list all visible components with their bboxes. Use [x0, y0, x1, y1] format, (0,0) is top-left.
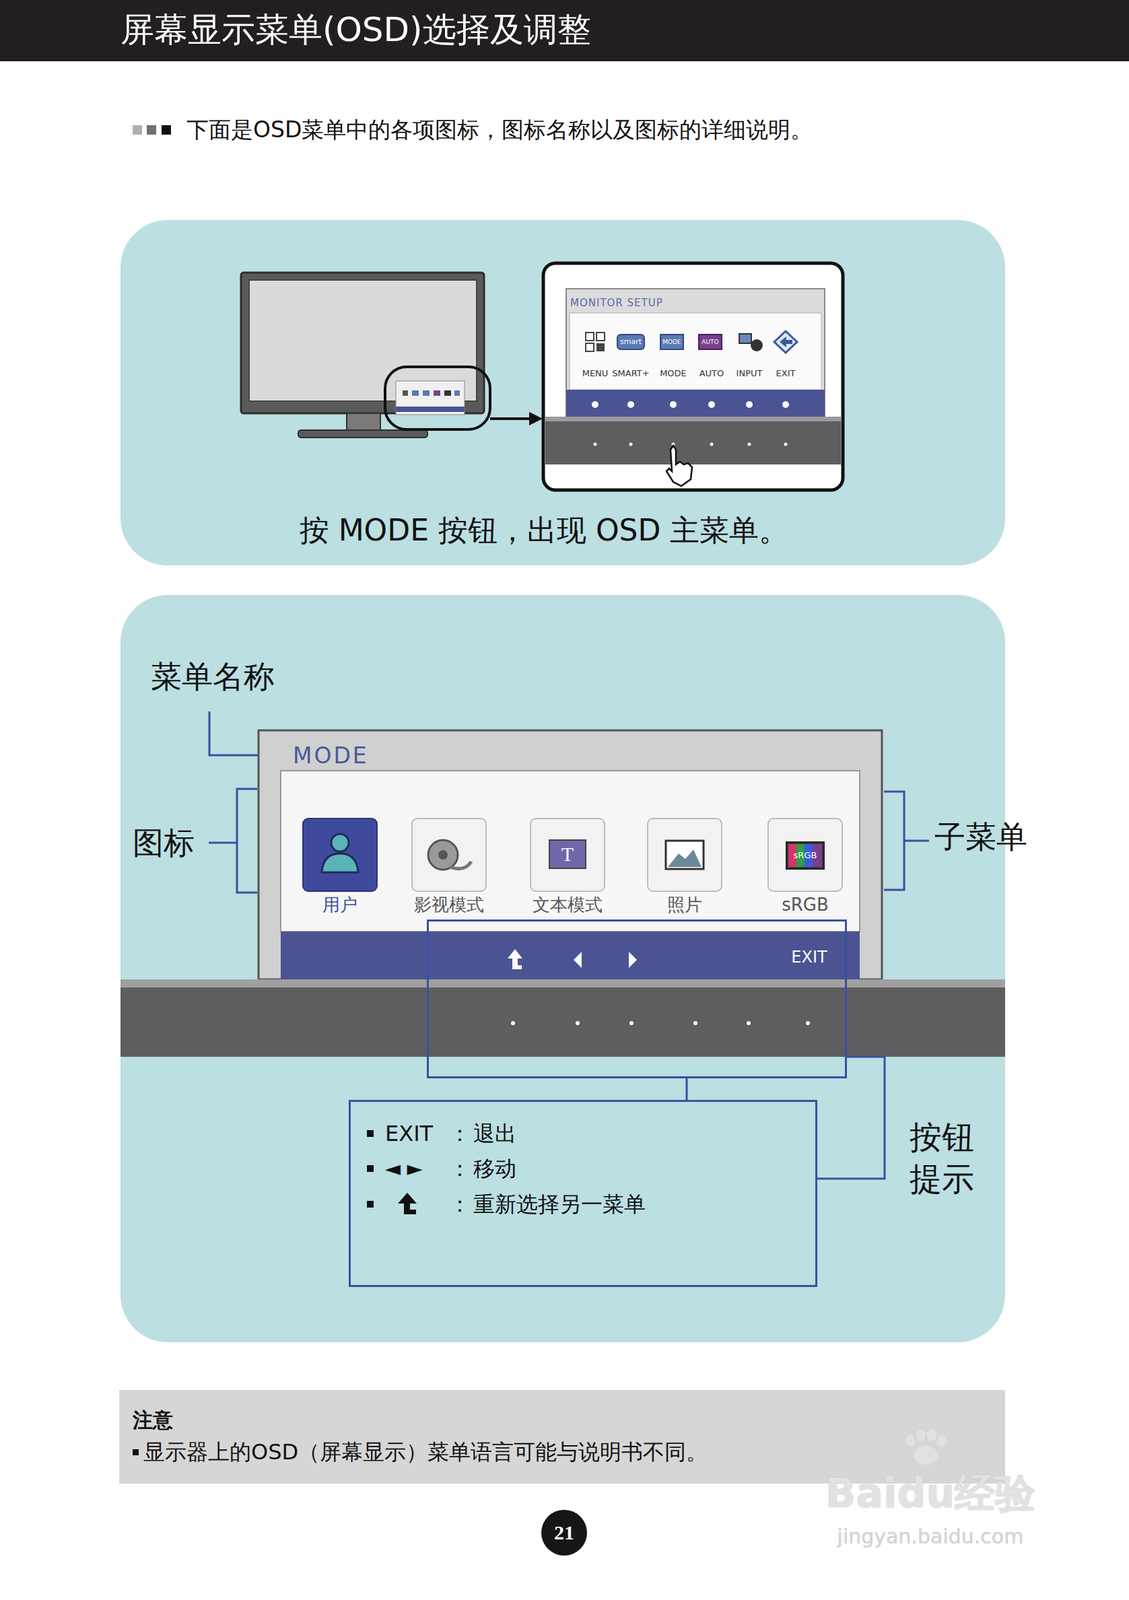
watermark-paw — [905, 1429, 947, 1465]
hand-pointer — [666, 445, 693, 487]
page-title: 屏幕显示菜单(OSD)选择及调整 — [120, 10, 592, 50]
label-text: MODE — [662, 338, 681, 346]
watermark: jingyan.baidu.com — [837, 1525, 1024, 1550]
node-text: 21 — [554, 1521, 575, 1546]
node-text: 照片 — [667, 895, 703, 916]
label-text: 按钮 提示 — [909, 1116, 985, 1201]
osd-zoom-illustration — [543, 263, 843, 491]
diagram-node: 用户 — [302, 818, 378, 920]
label-text: 下面是OSD菜单中的各项图标，图标名称以及图标的详细说明。 — [186, 117, 813, 143]
label-text: T — [561, 842, 574, 867]
label-text: INPUT — [736, 368, 763, 380]
node-text: 注意 — [132, 1409, 174, 1433]
label-text: smart — [620, 337, 642, 347]
node-text: EXIT — [791, 948, 827, 968]
node-text: 按 MODE 按钮，出现 OSD 主菜单。 — [299, 513, 790, 549]
node-text: 显示器上的OSD（屏幕显示）菜单语言可能与说明书不同。 — [143, 1440, 708, 1465]
connector — [686, 1078, 688, 1101]
leader-lines — [208, 711, 930, 1179]
bullet-square — [132, 1449, 139, 1456]
header-bar — [0, 0, 1129, 62]
node-text: ◄ ► — [385, 1157, 423, 1181]
diagram-node: 影视模式 — [412, 818, 487, 920]
label-text: EXIT — [776, 368, 796, 380]
node-text: 文本模式 — [532, 895, 603, 916]
node-text: sRGB — [781, 895, 829, 916]
osd-mode-illustration — [120, 730, 1006, 1057]
node-text: MONITOR SETUP — [570, 297, 664, 310]
node-text: 退出 — [473, 1121, 517, 1147]
connector-line — [686, 1078, 689, 1101]
label-text: 菜单名称 — [150, 659, 275, 695]
label-text: 图标 — [132, 825, 195, 862]
bullet-square — [161, 125, 171, 135]
diagram-node: 照片 — [647, 818, 722, 920]
osd-button-dots — [591, 401, 790, 447]
label-text: 子菜单 — [934, 819, 1028, 855]
node-text: ： — [449, 1121, 471, 1147]
node-text: 用户 — [322, 895, 358, 916]
label-text: MODE — [659, 368, 687, 380]
bullet-square — [146, 125, 157, 135]
label-text: SMART+ — [611, 368, 649, 380]
label-text: MENU — [582, 368, 609, 380]
node-text: 移动 — [473, 1156, 517, 1182]
diagram-node: 21 — [541, 1510, 588, 1556]
label-text: sRGB — [793, 850, 818, 862]
page-number-circle — [541, 1510, 588, 1556]
diagram-node: MONITOR SETUP — [566, 288, 825, 419]
node-text: MODE — [292, 743, 369, 769]
diagram-node: EXIT — [426, 919, 847, 1079]
node-text: 重新选择另一菜单 — [473, 1192, 646, 1218]
diagram-node: 按 MODE 按钮，出现 OSD 主菜单。 MONITOR SETUP — [120, 220, 1006, 566]
watermark: Baidu经验 — [825, 1470, 1036, 1517]
diagram-node: EXIT：退出◄ ►：移动：重新选择另一菜单 — [348, 1100, 818, 1288]
label-text: AUTO — [699, 368, 725, 380]
bullet-square — [132, 125, 143, 135]
diagram-node: sRGB — [768, 818, 843, 920]
panel — [120, 220, 1006, 566]
node-text: EXIT — [385, 1121, 433, 1147]
panel — [120, 595, 1006, 1343]
node-text: ： — [449, 1156, 471, 1182]
diagram-node: 文本模式 — [530, 818, 605, 920]
monitor-illustration — [241, 272, 543, 438]
node-text: 影视模式 — [414, 895, 485, 916]
node-text: ： — [449, 1192, 471, 1218]
label-text: AUTO — [701, 338, 719, 346]
